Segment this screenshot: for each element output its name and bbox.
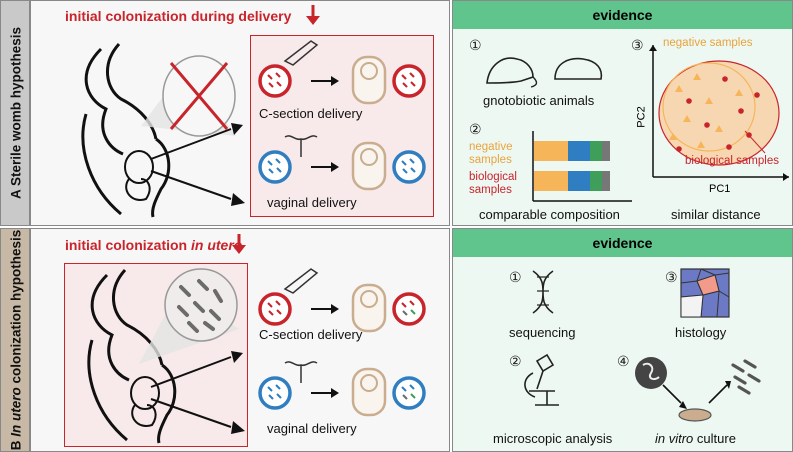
evidence-b-number-2: ② [509,353,522,369]
panel-a-side-bar: A Sterile womb hypothesis [0,0,30,226]
newborn-icon [351,283,387,333]
scalpel-icon [283,268,319,294]
in-vitro-culture-label: in vitro culture [655,431,736,446]
evidence-a-header: evidence [453,1,792,29]
histology-label: histology [675,325,727,340]
biological-bar [534,171,610,191]
pca-negative-label: negative samples [663,37,753,49]
panel-b-side-bar: B In utero colonization hypothesis [0,228,30,452]
panel-b-down-arrow [232,234,246,254]
red-petri-dish-icon [258,64,292,98]
mother-silhouette-icon [81,42,171,218]
in-vitro-label-italic: in vitro [655,431,694,446]
panel-a-down-arrow [306,5,320,25]
panel-a-vaginal-label: vaginal delivery [267,195,357,210]
culture-label: culture [693,431,736,446]
pca-plot [649,45,789,181]
pc1-label: PC1 [709,183,731,195]
panel-a-letter: A [8,189,24,200]
panel-b-hypothesis-italic: In utero [8,387,24,437]
negative-bar [534,141,610,161]
biological-samples-label: biological samples [469,171,517,196]
evidence-a-number-2: ② [469,121,482,137]
evidence-a-number-1: ① [469,37,482,53]
sterile-womb-crossed-icon [162,55,236,137]
evidence-a-panel: evidence ① gnotobiotic animals ② negativ… [452,0,793,226]
panel-b-branch-arrows [150,351,245,434]
panel-a-title-text: initial colonization during delivery [65,8,292,24]
panel-b-title-italic: in utero [191,237,243,253]
evidence-b-panel: evidence ① sequencing ③ histology ② micr… [452,228,793,452]
newborn-icon [351,367,387,417]
blue-petri-dish-icon [258,376,292,410]
panel-a-side-label: A Sterile womb hypothesis [9,27,24,199]
panel-b-main: initial colonization in utero [30,228,450,452]
composition-bars [532,131,632,202]
panel-b-letter: B [8,440,24,451]
sequencing-label: sequencing [509,325,576,340]
gnotobiotic-label: gnotobiotic animals [483,93,595,108]
panel-b-csection-label: C-section delivery [259,327,363,342]
scalpel-icon [283,40,319,66]
evidence-b-header: evidence [453,229,792,257]
arrow-right-icon [311,304,339,314]
newborn-icon [351,141,387,191]
panel-a-title: initial colonization during delivery [65,8,291,24]
panel-a-main: initial colonization during delivery [30,0,450,226]
arrow-right-icon [311,76,339,86]
mixed-petri-dish-icon [392,376,426,410]
panel-b-hypothesis: colonization hypothesis [8,229,24,384]
in-vitro-culture-icon [635,357,761,422]
blue-petri-dish-icon [392,150,426,184]
panel-a-hypothesis: Sterile womb hypothesis [8,26,24,187]
panel-b-title-text: initial colonization [65,237,188,253]
evidence-b-number-4: ④ [617,353,630,369]
mixed-petri-dish-icon [392,292,426,326]
newborn-icon [351,55,387,105]
guinea-pig-icon [554,57,603,80]
negative-samples-label: negative samples [469,141,513,166]
similar-label: similar distance [671,207,761,222]
panel-b-title: initial colonization in utero [65,237,242,253]
pc2-label: PC2 [635,106,648,128]
evidence-b-number-1: ① [509,269,522,285]
evidence-a-number-3: ③ [631,37,644,53]
red-petri-dish-icon [392,64,426,98]
evidence-b-number-3: ③ [665,269,678,285]
comparable-label: comparable composition [479,207,620,222]
panel-b-side-label: B In utero colonization hypothesis [9,230,24,451]
uterus-icon [284,135,318,157]
microscope-icon [524,353,559,406]
panel-a-branch-arrows [150,123,245,206]
microscopic-label: microscopic analysis [493,431,613,446]
blue-petri-dish-icon [258,150,292,184]
bacteria-in-womb-icon [164,268,238,342]
pca-biological-label: biological samples [685,155,779,167]
red-petri-dish-icon [258,292,292,326]
panel-a-csection-label: C-section delivery [259,106,363,121]
arrow-right-icon [311,162,339,172]
mouse-icon [486,57,538,88]
dna-icon [532,270,554,314]
histology-tissue-icon [680,268,730,318]
panel-b-vaginal-label: vaginal delivery [267,421,357,436]
arrow-right-icon [311,388,339,398]
uterus-icon [284,361,318,383]
